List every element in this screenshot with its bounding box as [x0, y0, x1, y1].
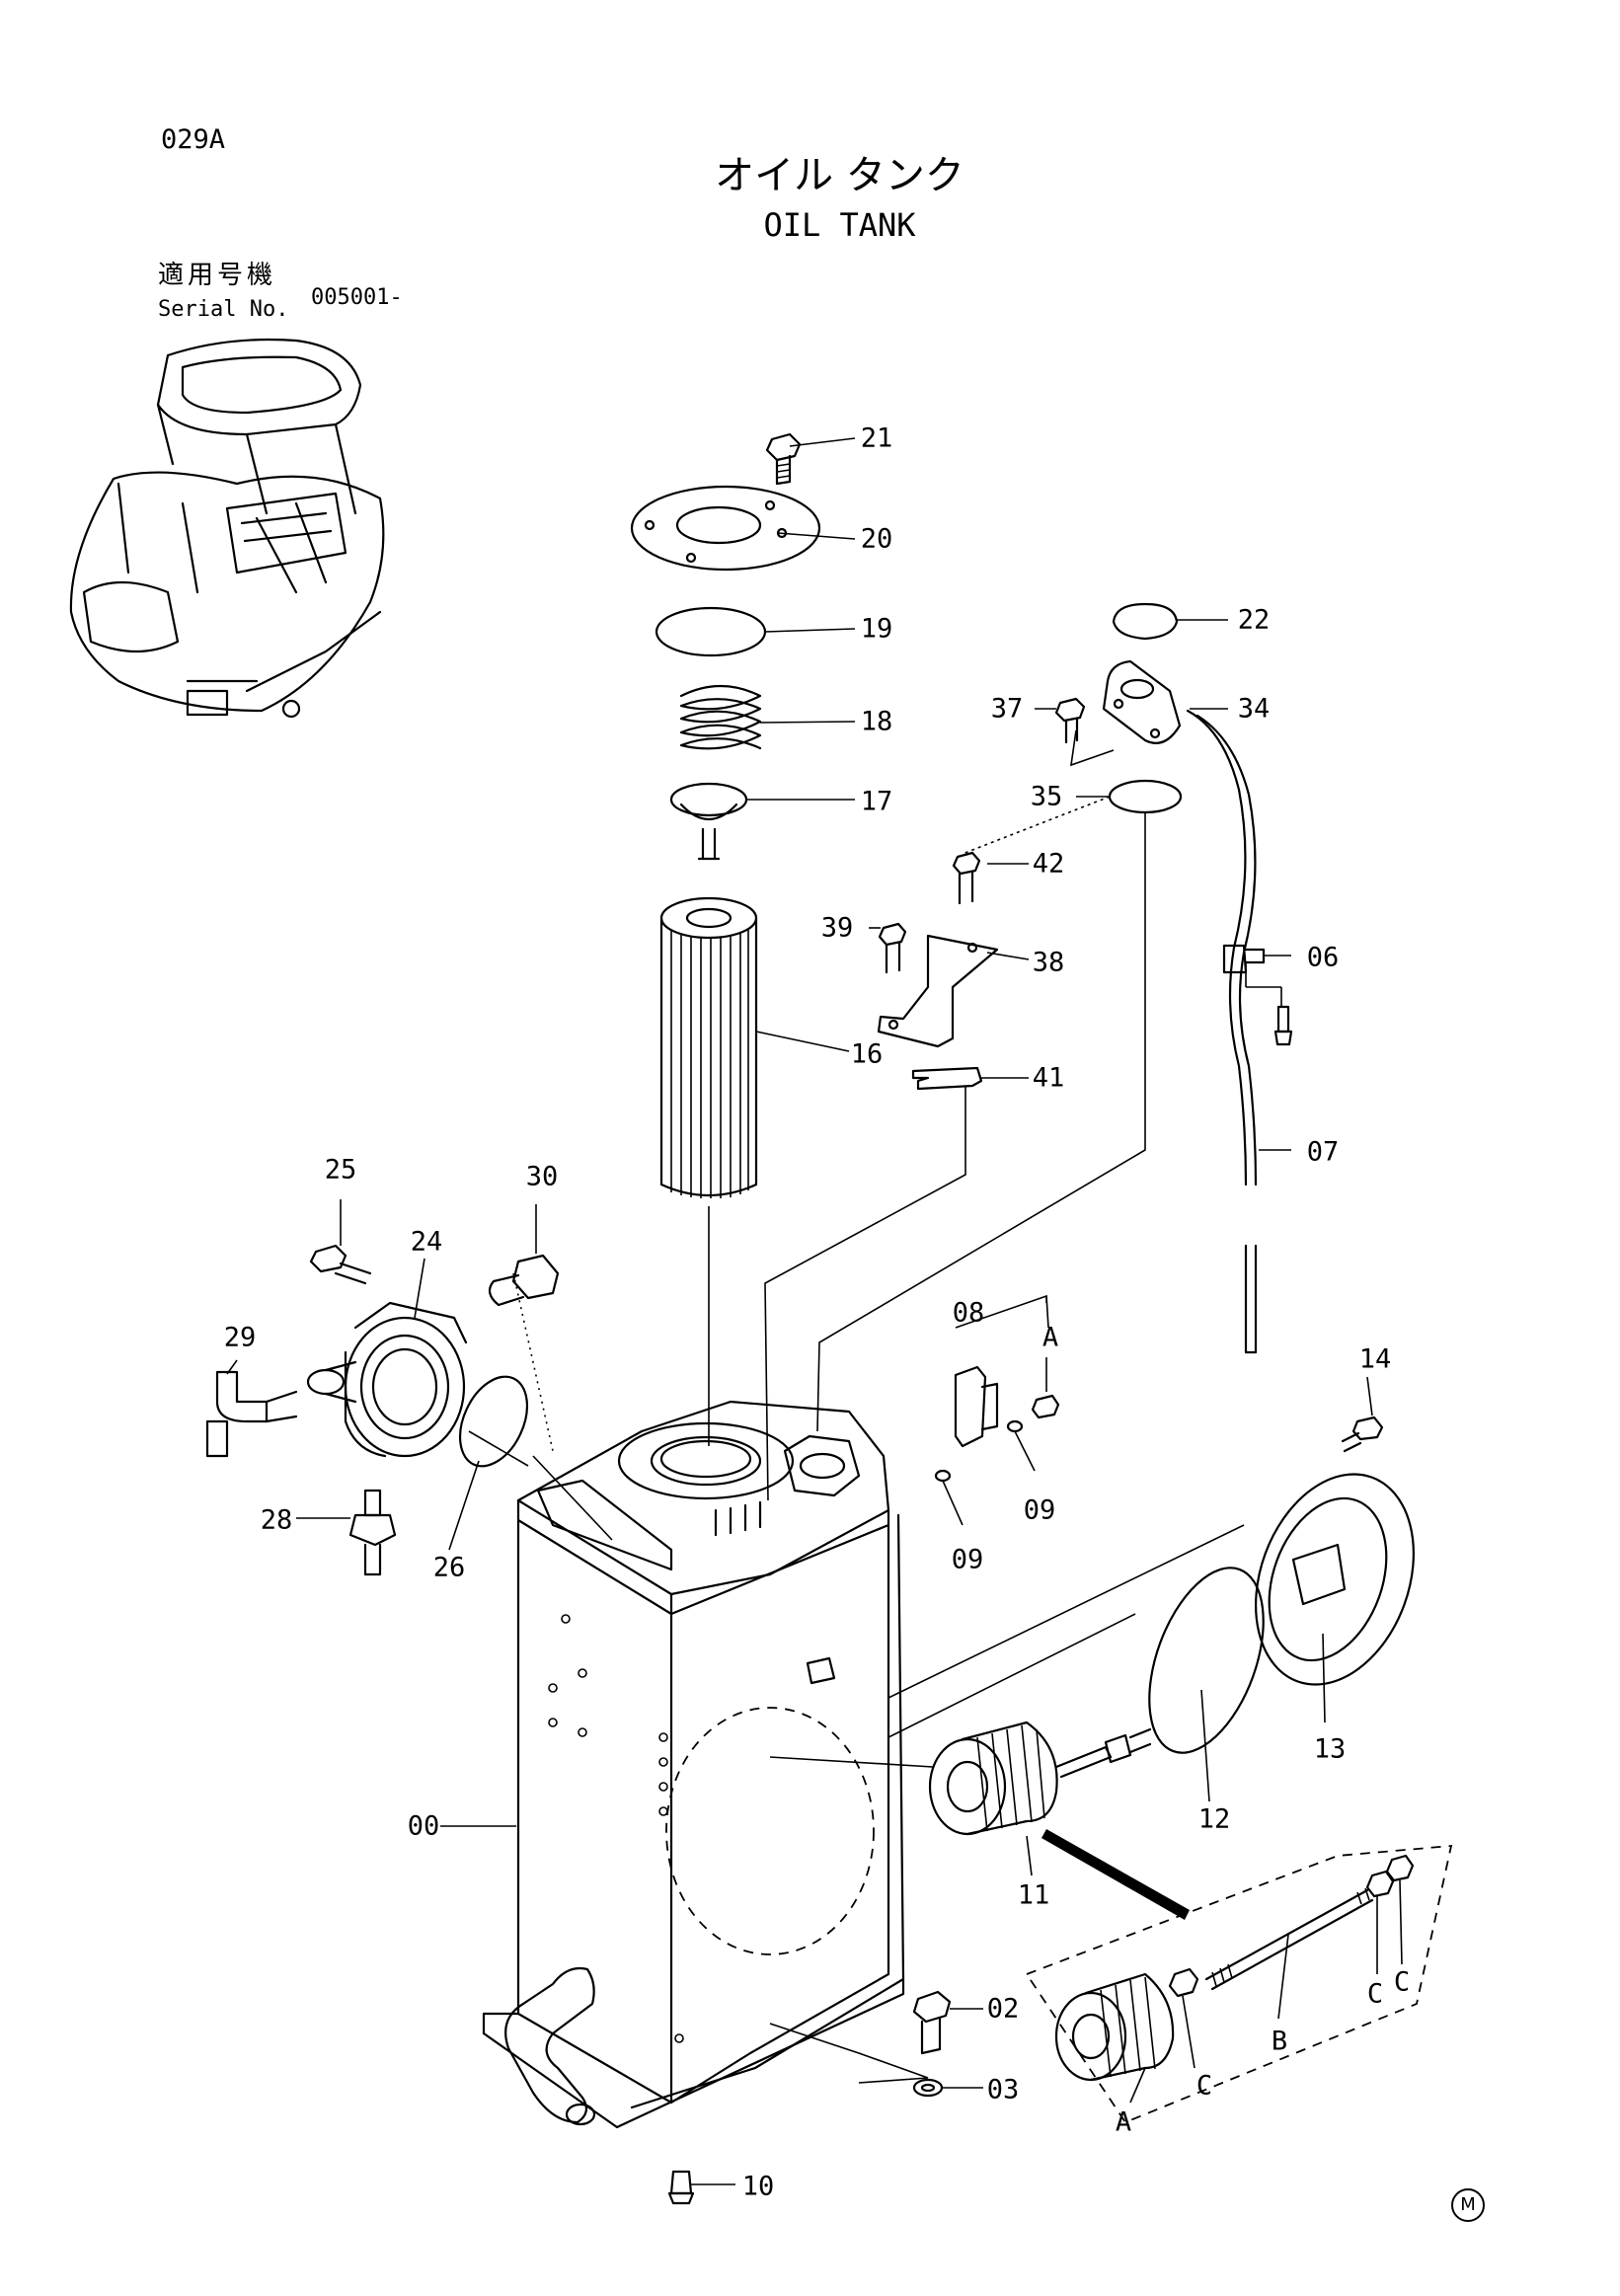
leader-lines: [226, 437, 1403, 2185]
suction-fitting-assembly: [205, 1244, 560, 1576]
filler-cap-assembly: [1054, 602, 1293, 1354]
callout-12: 12: [1197, 1803, 1231, 1835]
callout-39: 39: [820, 912, 854, 944]
callout-25: 25: [324, 1154, 357, 1186]
callout-10: 10: [741, 2171, 775, 2202]
callout-29: 29: [223, 1322, 257, 1353]
callout-13: 13: [1313, 1733, 1347, 1765]
return-filter-assembly: [928, 1416, 1453, 2124]
callout-42: 42: [1032, 848, 1065, 880]
callout-17: 17: [860, 786, 893, 817]
callout-C-right2: C: [1393, 1966, 1411, 1998]
callout-37: 37: [990, 693, 1024, 725]
serial-label-english: Serial No.: [158, 297, 289, 322]
title-english: OIL TANK: [763, 206, 916, 244]
callout-20: 20: [860, 523, 893, 555]
callout-14: 14: [1358, 1343, 1392, 1375]
callout-22: 22: [1237, 604, 1271, 636]
callout-07: 07: [1306, 1136, 1340, 1168]
callout-C-left: C: [1196, 2070, 1213, 2102]
callout-08: 08: [952, 1297, 985, 1329]
callout-38: 38: [1032, 947, 1065, 978]
oil-tank-body: [482, 1400, 905, 2205]
callout-18: 18: [860, 706, 893, 737]
callout-03: 03: [986, 2074, 1020, 2105]
callout-A-filter: A: [1115, 2106, 1132, 2138]
callout-02: 02: [986, 1993, 1020, 2025]
drain-bolt-washer: [912, 1990, 952, 2098]
callout-26: 26: [432, 1552, 466, 1583]
callout-35: 35: [1030, 781, 1063, 812]
callout-00: 00: [407, 1810, 440, 1842]
excavator-thumbnail: [69, 338, 385, 719]
callout-30: 30: [525, 1161, 559, 1192]
callout-11: 11: [1017, 1879, 1050, 1911]
clamp-08: [934, 1365, 1060, 1483]
callout-B: B: [1271, 2026, 1288, 2057]
callout-C-right1: C: [1366, 1978, 1384, 2010]
callout-09-lower: 09: [951, 1544, 984, 1575]
page-code: 029A: [161, 124, 226, 155]
callout-41: 41: [1032, 1062, 1065, 1094]
callout-06: 06: [1306, 942, 1340, 973]
callout-A-clamp: A: [1041, 1322, 1059, 1353]
callout-16: 16: [850, 1038, 884, 1070]
serial-label-japanese: 適用号機: [158, 261, 277, 290]
callout-19: 19: [860, 613, 893, 645]
callout-09-upper: 09: [1023, 1494, 1056, 1526]
callout-28: 28: [260, 1504, 293, 1536]
serial-number-value: 005001-: [311, 285, 403, 310]
filter-cover-assembly: [630, 432, 821, 1198]
footer-mark: M: [1451, 2188, 1485, 2222]
title-japanese: オイル タンク: [715, 153, 964, 198]
callout-34: 34: [1237, 693, 1271, 725]
callout-21: 21: [860, 422, 893, 454]
callout-24: 24: [410, 1226, 443, 1258]
bracket-assembly: [877, 851, 999, 1091]
